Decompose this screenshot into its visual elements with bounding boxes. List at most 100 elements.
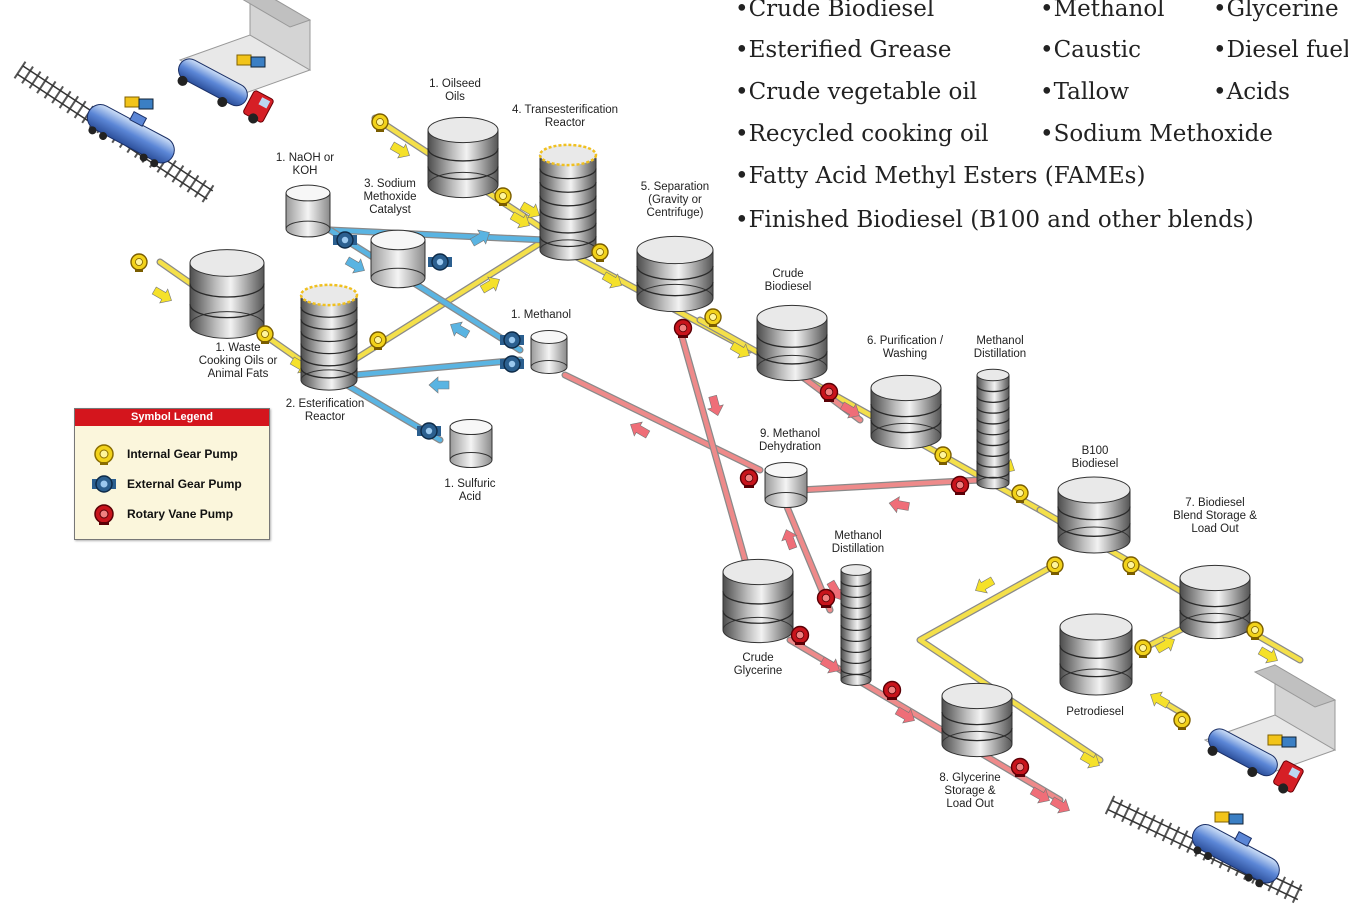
- bullet-fames: Fatty Acid Methyl Esters (FAMEs): [735, 163, 1146, 190]
- arrow-yellow-12: [1150, 691, 1171, 709]
- tank-crude-biodiesel: [756, 304, 828, 382]
- rotary-vane-pump-icon: [94, 504, 114, 525]
- label-methanol-dehydration: 9. Methanol Dehydration: [758, 428, 821, 453]
- arrow-red-2: [839, 401, 860, 419]
- arrow-red-0: [630, 421, 651, 439]
- bullet-acids: Acids: [1213, 79, 1290, 106]
- label-sulfuric-acid: 1. Sulfuric Acid: [444, 478, 496, 503]
- tanker-truck: [177, 58, 274, 124]
- rotary-vane-pump-icon: [673, 318, 693, 338]
- label-crude-glycerine: Crude Glycerine: [733, 652, 783, 677]
- legend-item-external-gear-pump: External Gear Pump: [91, 471, 242, 497]
- external-gear-pump-icon: [333, 231, 357, 249]
- rail-tank-car: [86, 104, 175, 168]
- internal-gear-pump-icon: [256, 325, 274, 344]
- label-petrodiesel: Petrodiesel: [1066, 706, 1124, 718]
- label-glycerine-storage: 8. Glycerine Storage & Load Out: [939, 772, 1001, 810]
- rotary-vane-pump-icon: [950, 475, 970, 495]
- rotary-vane-pump-icon: [819, 382, 839, 402]
- tank-transesterification-reactor: [538, 143, 598, 261]
- label-methanol: 1. Methanol: [510, 309, 572, 321]
- external-gear-pump-icon: [500, 355, 524, 373]
- tank-naoh-koh: [285, 184, 331, 238]
- arrow-yellow-10: [975, 576, 996, 594]
- external-gear-pump-icon: [428, 253, 452, 271]
- arrow-yellow-8: [1257, 646, 1278, 664]
- bullet-esterified-grease: Esterified Grease: [735, 37, 952, 64]
- arrow-red-3: [781, 529, 798, 551]
- tank-methanol-distillation-2: [840, 564, 872, 686]
- arrow-yellow-3: [509, 211, 530, 229]
- pipe-methanol-dehyd-fill: [562, 372, 763, 473]
- rotary-vane-pump-icon: [882, 680, 902, 700]
- rail-tank-car: [1191, 824, 1280, 888]
- internal-gear-pump-icon: [1122, 556, 1140, 575]
- legend-title: Symbol Legend: [75, 409, 269, 426]
- external-gear-pump-icon: [417, 422, 441, 440]
- arrow-yellow-9: [1154, 636, 1175, 654]
- internal-gear-pump-icon: [1011, 484, 1029, 503]
- bullet-crude-biodiesel: Crude Biodiesel: [735, 0, 935, 23]
- rotary-vane-pump-icon: [790, 625, 810, 645]
- pumps: [130, 113, 1264, 777]
- internal-gear-pump-icon: [704, 308, 722, 327]
- internal-gear-pump-icon: [94, 444, 114, 465]
- legend-item-internal-gear-pump: Internal Gear Pump: [91, 441, 238, 467]
- bullet-finished-biodiesel: Finished Biodiesel (B100 and other blend…: [735, 207, 1254, 234]
- bullet-recycled-cooking-oil: Recycled cooking oil: [735, 121, 989, 148]
- internal-gear-pump-icon: [371, 113, 389, 132]
- legend-label-external-gear-pump: External Gear Pump: [127, 477, 242, 491]
- internal-gear-pump-icon: [934, 446, 952, 465]
- tank-purification: [870, 374, 942, 450]
- label-methanol-distillation-1: Methanol Distillation: [973, 335, 1027, 360]
- label-b100-biodiesel: B100 Biodiesel: [1071, 445, 1119, 470]
- tank-blend-storage: [1179, 564, 1251, 640]
- tank-crude-glycerine: [722, 558, 794, 644]
- label-purification-washing: 6. Purification / Washing: [866, 335, 944, 360]
- arrow-yellow-1: [389, 141, 410, 159]
- legend-label-rotary-vane-pump: Rotary Vane Pump: [127, 507, 234, 521]
- label-sodium-methoxide-catalyst: 3. Sodium Methoxide Catalyst: [363, 178, 417, 216]
- pipe-catalyst-to-transest-fill: [327, 227, 548, 243]
- internal-gear-pump-icon: [1246, 621, 1264, 640]
- pipe-separation-to-glycerine-fill: [677, 327, 748, 563]
- label-transesterification-reactor: 4. Transesterification Reactor: [511, 104, 619, 129]
- tank-methanol-distillation-1: [976, 368, 1010, 490]
- internal-gear-pump-icon: [591, 243, 609, 262]
- legend-label-internal-gear-pump: Internal Gear Pump: [127, 447, 238, 461]
- pipe-dist-to-dehyd-fill: [797, 477, 983, 493]
- tank-b100-biodiesel: [1057, 476, 1131, 554]
- internal-gear-pump-icon: [369, 331, 387, 350]
- rotary-vane-pump-icon: [739, 468, 759, 488]
- arrow-yellow-6: [729, 341, 750, 359]
- tank-glycerine-storage: [941, 682, 1013, 758]
- bullet-crude-vegetable-oil: Crude vegetable oil: [735, 79, 978, 106]
- bullet-diesel-fuel: Diesel fuel: [1213, 37, 1348, 64]
- rotary-vane-pump-icon: [816, 588, 836, 608]
- arrow-yellow-5: [601, 271, 622, 289]
- external-gear-pump-icon: [92, 475, 116, 493]
- arrow-blue-2: [450, 321, 471, 339]
- bullet-sodium-methoxide: Sodium Methoxide: [1040, 121, 1273, 148]
- internal-gear-pump-icon: [1173, 711, 1191, 730]
- pipe-esterification-to-transest-fill: [327, 237, 548, 378]
- tank-methanol-dehydration: [764, 461, 808, 509]
- arrow-red-6: [894, 706, 915, 724]
- pipe-catalyst-to-methanol-fill: [327, 227, 523, 353]
- label-oilseed-oils: 1. Oilseed Oils: [429, 78, 481, 103]
- loading-station-top-left: [13, 0, 312, 203]
- arrow-red-7: [1029, 786, 1050, 804]
- tanker-truck: [1207, 728, 1304, 794]
- tank-petrodiesel: [1059, 613, 1133, 696]
- bullet-caustic: Caustic: [1040, 37, 1141, 64]
- internal-gear-pump-icon: [494, 187, 512, 206]
- pipe-b100-loop-fill: [917, 562, 1103, 763]
- arrow-red-5: [819, 656, 840, 674]
- tank-sodium-methoxide: [370, 229, 426, 289]
- label-waste-cooking-oils: 1. Waste Cooking Oils or Animal Fats: [198, 342, 278, 380]
- tank-esterification-reactor: [299, 283, 359, 391]
- internal-gear-pump-icon: [1046, 556, 1064, 575]
- arrow-red-8: [1049, 796, 1070, 814]
- loading-station-bottom-right: [1104, 664, 1337, 904]
